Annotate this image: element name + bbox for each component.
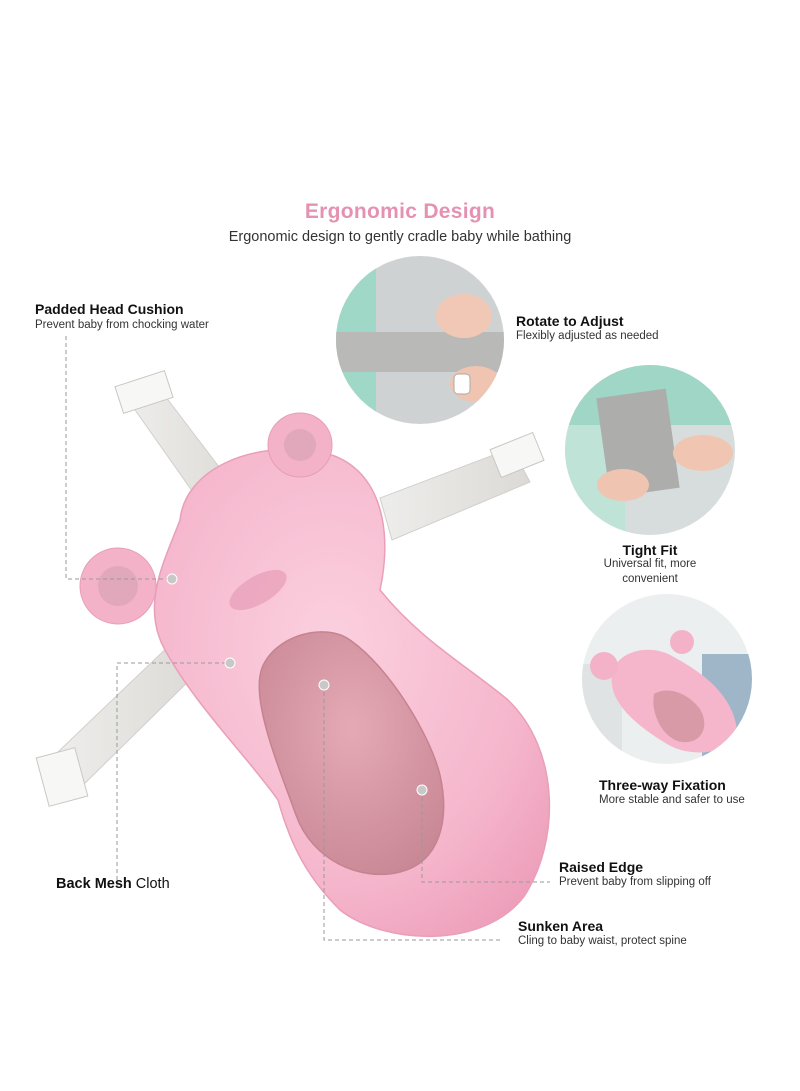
sunken-area-desc: Cling to baby waist, protect spine <box>518 935 687 947</box>
back-mesh-light: Cloth <box>135 876 170 892</box>
rotate-desc: Flexibly adjusted as needed <box>516 330 659 342</box>
back-mesh-label: Back Mesh Cloth <box>56 876 170 892</box>
back-mesh-bold: Back Mesh <box>56 876 132 892</box>
page-title: Ergonomic Design <box>304 200 496 223</box>
raised-edge-desc: Prevent baby from slipping off <box>559 876 711 888</box>
tight-fit-title: Tight Fit <box>622 542 678 558</box>
page-subtitle: Ergonomic design to gently cradle baby w… <box>228 229 572 245</box>
head-cushion-desc: Prevent baby from chocking water <box>35 319 209 331</box>
raised-edge-title: Raised Edge <box>559 859 644 875</box>
tight-fit-desc-2: convenient <box>622 573 678 585</box>
tight-fit-photo <box>565 365 735 535</box>
rotate-adjust-photo <box>336 256 504 424</box>
three-way-desc: More stable and safer to use <box>599 794 745 806</box>
three-way-title: Three-way Fixation <box>599 777 726 793</box>
mesh-panel <box>258 631 445 876</box>
three-way-fixation-photo <box>582 594 752 764</box>
strap-top-right <box>379 431 545 541</box>
head-cushion-title: Padded Head Cushion <box>35 301 184 317</box>
sunken-area-title: Sunken Area <box>518 918 604 934</box>
tight-fit-desc-1: Universal fit, more <box>603 558 697 570</box>
rotate-title: Rotate to Adjust <box>516 313 624 329</box>
